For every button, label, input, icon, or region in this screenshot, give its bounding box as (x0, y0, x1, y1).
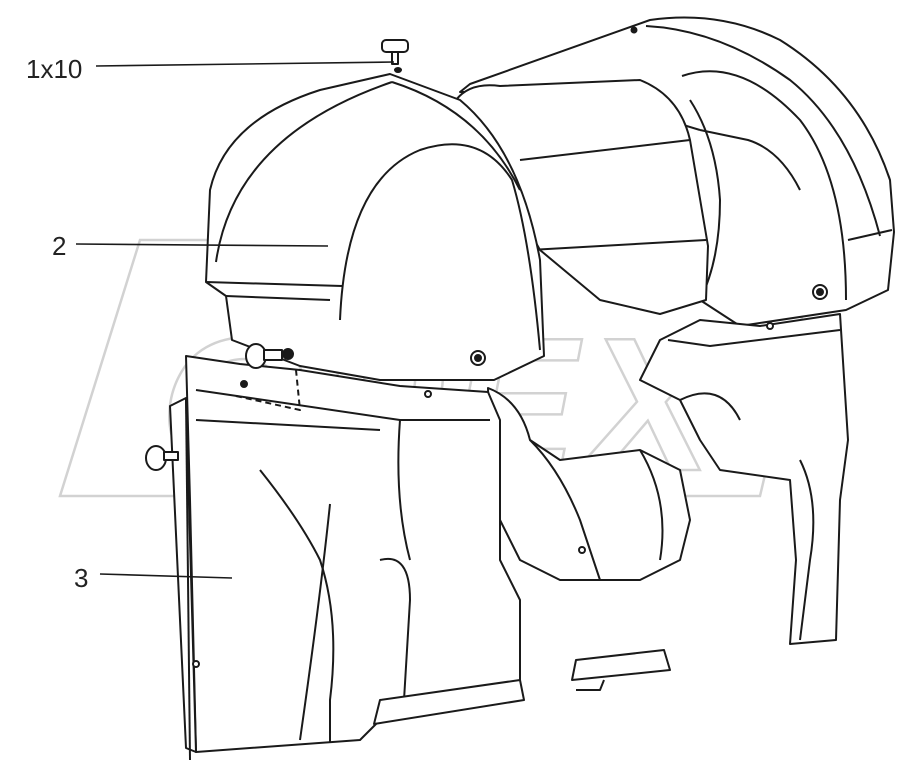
lower-guard (185, 355, 521, 753)
part-drawing (145, 16, 895, 761)
leader-line-3 (99, 573, 233, 579)
knob-fastener-top (381, 39, 409, 73)
bottom-plate-left (373, 679, 525, 725)
right-leg (639, 313, 849, 645)
leader-lines (75, 61, 395, 579)
upper-cover (205, 73, 545, 381)
callout-label-knob-fastener: 1x10 (26, 54, 83, 84)
middle-hood (455, 79, 709, 315)
knob-fastener-left (245, 343, 294, 369)
callout-label-lower-guard: 3 (74, 563, 89, 593)
leader-line-2 (75, 243, 329, 247)
callout-label-upper-cover: 2 (52, 231, 67, 261)
bottom-plate-center (571, 649, 671, 681)
knob-fastener-guard (145, 445, 179, 471)
leader-line-1 (95, 61, 395, 67)
